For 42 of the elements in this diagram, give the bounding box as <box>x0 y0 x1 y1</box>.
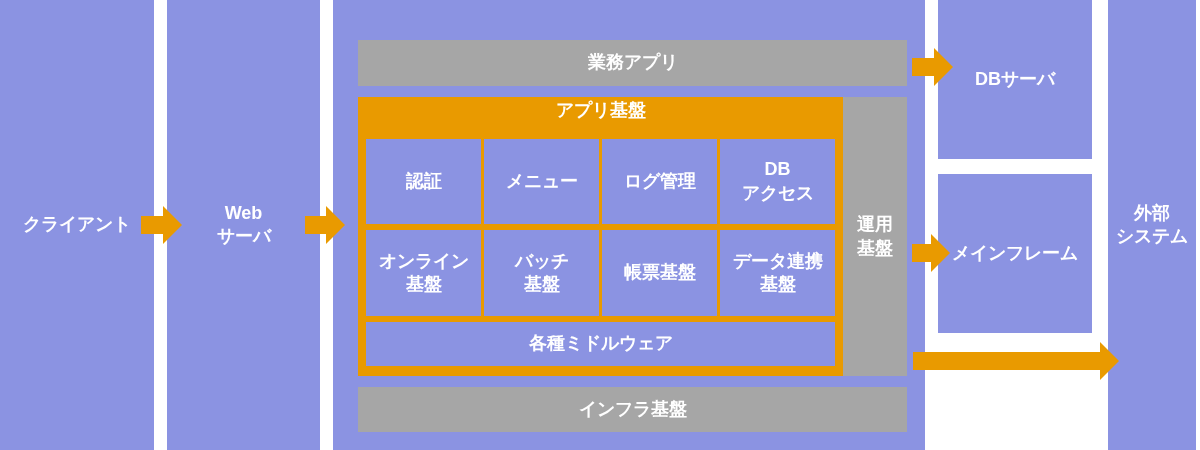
tier-column <box>333 0 925 450</box>
module-tile <box>366 139 481 224</box>
bar-label: インフラ基盤 <box>578 397 687 421</box>
bar-label: 運用基盤 <box>857 213 893 260</box>
tile-label: 各種ミドルウェア <box>528 332 673 356</box>
tile-label: DBアクセス <box>741 158 814 205</box>
frame-heading: アプリ基盤 <box>555 99 646 122</box>
server-box <box>938 174 1092 333</box>
server-label: DBサーバ <box>975 67 1055 91</box>
bar-label: 業務アプリ <box>587 51 678 75</box>
module-tile <box>720 139 835 224</box>
tier-column <box>1108 0 1196 450</box>
tile-label: データ連携基盤 <box>732 249 823 296</box>
tier-column <box>167 0 320 450</box>
platform-frame <box>358 97 843 376</box>
server-box <box>938 0 1092 159</box>
block-arrow <box>913 342 1119 380</box>
block-arrow <box>141 206 182 244</box>
tile-label: オンライン基盤 <box>378 249 469 296</box>
module-tile <box>366 322 835 366</box>
tile-label: メニュー <box>505 169 578 193</box>
tile-label: 認証 <box>405 169 442 193</box>
module-tile <box>484 230 599 316</box>
layer-bar <box>358 387 907 432</box>
tile-label: バッチ基盤 <box>514 249 569 296</box>
tier-column <box>0 0 154 450</box>
module-tile <box>366 230 481 316</box>
layer-bar <box>358 40 907 86</box>
module-tile <box>602 139 717 224</box>
module-tile <box>484 139 599 224</box>
module-tile <box>602 230 717 316</box>
module-tile <box>720 230 835 316</box>
server-label: メインフレーム <box>952 241 1078 265</box>
block-arrow <box>305 206 345 244</box>
tile-label: ログ管理 <box>623 169 696 193</box>
column-label: 外部システム <box>1116 201 1188 248</box>
block-arrow <box>912 48 953 86</box>
tile-label: 帳票基盤 <box>623 261 696 285</box>
column-label: Webサーバ <box>216 201 271 248</box>
block-arrow <box>912 234 950 272</box>
column-label: クライアント <box>23 213 131 237</box>
layer-bar <box>843 97 907 376</box>
